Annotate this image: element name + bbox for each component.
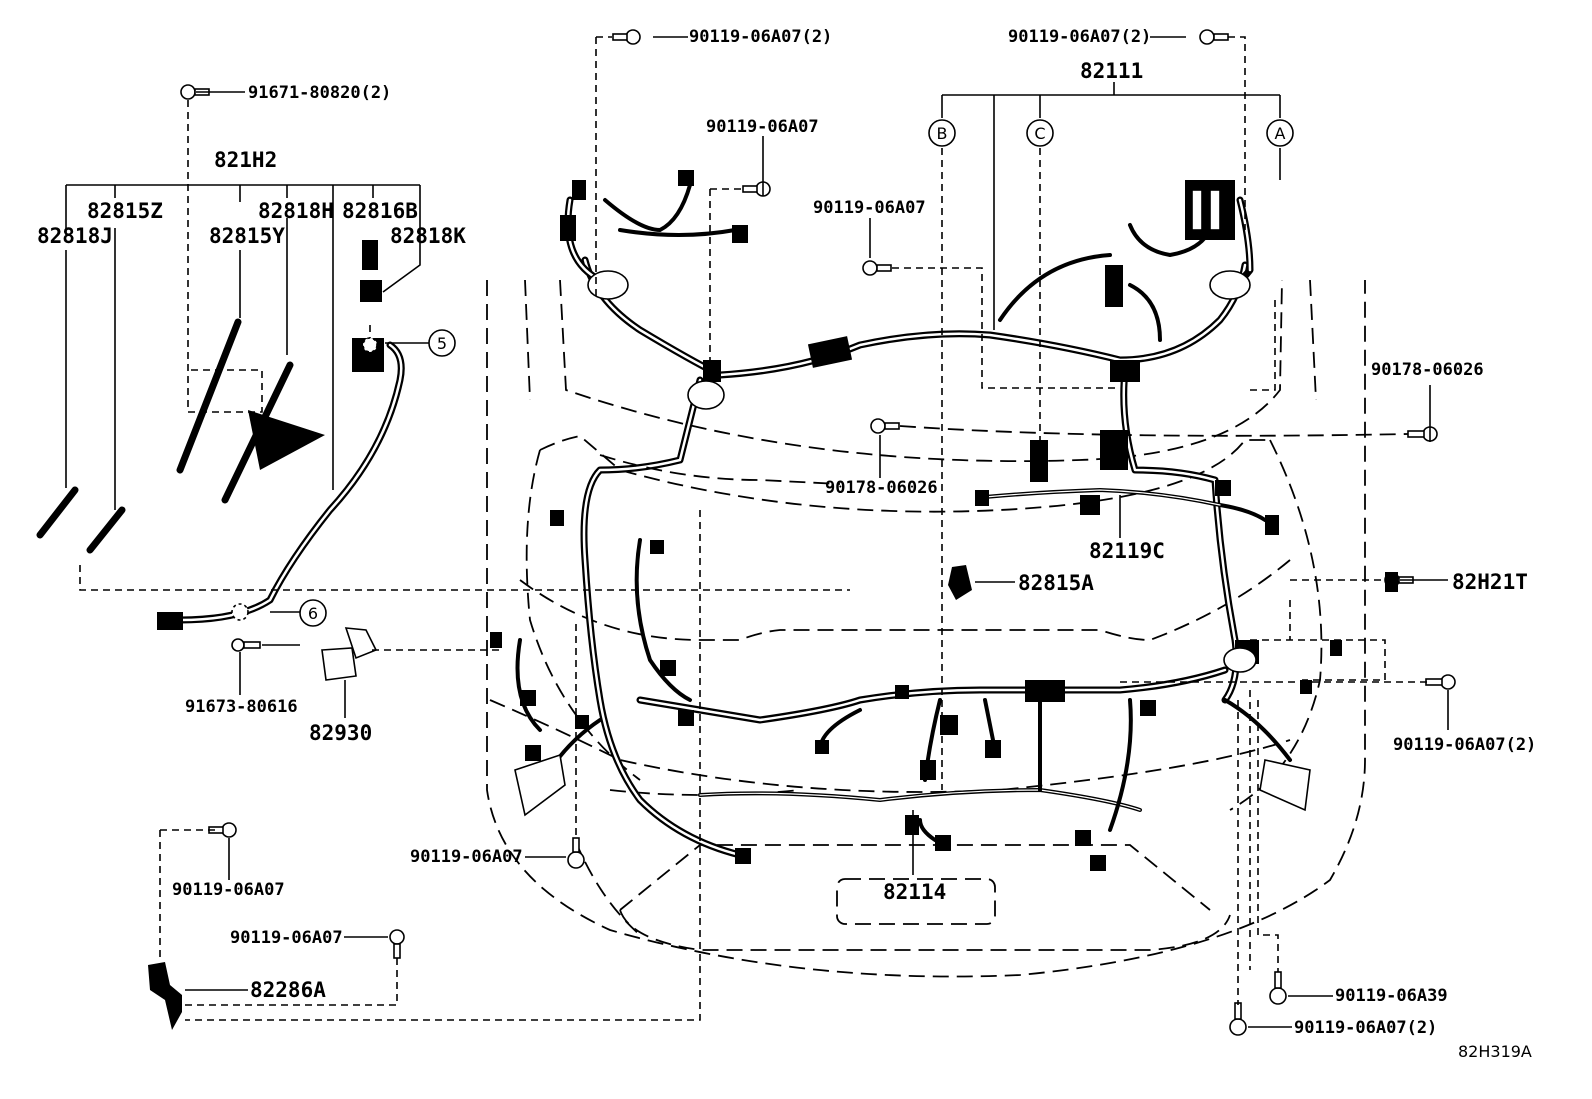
part-label-82114: 82114	[883, 880, 946, 904]
part-label-90119-06a07-top-right: 90119-06A07(2)	[1008, 27, 1151, 47]
part-label-82818j: 82818J	[37, 224, 113, 248]
part-label-91671-80820: 91671-80820(2)	[248, 83, 391, 103]
callout-c: C	[1034, 124, 1045, 143]
part-label-90119-06a07-bottom-left: 90119-06A07	[172, 880, 285, 900]
part-number-labels: 821H2 82815Z 82818J 82815Y 82818H 82816B…	[37, 27, 1536, 1061]
part-label-90119-06a07-bottom-left-2: 90119-06A07	[230, 928, 343, 948]
part-label-82815y: 82815Y	[209, 224, 285, 248]
part-label-821h2: 821H2	[214, 148, 277, 172]
bolt-icon	[1425, 674, 1456, 690]
callout-5: 5	[437, 334, 447, 353]
part-label-82286a: 82286A	[250, 978, 326, 1002]
diagram-reference-code: 82H319A	[1458, 1042, 1532, 1061]
callout-a: A	[1275, 124, 1286, 143]
part-label-82818k: 82818K	[390, 224, 466, 248]
bolt-icon	[567, 837, 585, 869]
part-label-90119-06a39: 90119-06A39	[1335, 986, 1448, 1006]
bolt-icon	[742, 181, 771, 197]
part-label-90178-06026-right: 90178-06026	[1371, 360, 1484, 380]
part-label-82930: 82930	[309, 721, 372, 745]
part-label-90119-06a07-bottom-center: 90119-06A07	[410, 847, 523, 867]
part-label-82815a: 82815A	[1018, 571, 1094, 595]
callout-circles: 5 6 A B C	[299, 119, 1294, 627]
part-label-82119c: 82119C	[1089, 539, 1165, 563]
bolt-icon	[1229, 1002, 1247, 1036]
small-components	[148, 565, 1398, 1030]
engine-wire-group-821h2	[36, 100, 850, 630]
bolt-icon	[1199, 29, 1229, 45]
part-label-82815z: 82815Z	[87, 199, 163, 223]
bolt-icon	[389, 929, 405, 959]
bolt-icon	[862, 260, 892, 276]
bolt-icon	[612, 29, 641, 45]
part-label-90178-06026-center: 90178-06026	[825, 478, 938, 498]
part-label-82h21t: 82H21T	[1452, 570, 1528, 594]
bolt-icon	[870, 418, 900, 434]
part-label-90119-06a07-top-left: 90119-06A07(2)	[689, 27, 832, 47]
part-label-82818h: 82818H	[258, 199, 334, 223]
harness-connectors	[490, 170, 1342, 871]
callout-b: B	[937, 124, 948, 143]
callout-6: 6	[308, 604, 318, 623]
part-label-90119-06a07-right: 90119-06A07(2)	[1393, 735, 1536, 755]
vehicle-body-outline	[486, 279, 1366, 978]
part-label-82816b: 82816B	[342, 199, 418, 223]
part-label-82111: 82111	[1080, 59, 1143, 83]
bolt-icon	[1407, 426, 1438, 442]
leader-lines	[159, 36, 1449, 1028]
part-label-91673-80616: 91673-80616	[185, 697, 298, 717]
bolts	[180, 29, 1456, 1036]
part-label-90119-06a07-upper: 90119-06A07	[706, 117, 819, 137]
bolt-icon	[1269, 971, 1287, 1005]
engine-room-main-harness	[515, 183, 1292, 859]
part-label-90119-06a07-mid: 90119-06A07	[813, 198, 926, 218]
harness-grommets	[587, 270, 1257, 673]
part-label-90119-06a07-bottom-right: 90119-06A07(2)	[1294, 1018, 1437, 1038]
bolt-icon	[231, 638, 261, 652]
